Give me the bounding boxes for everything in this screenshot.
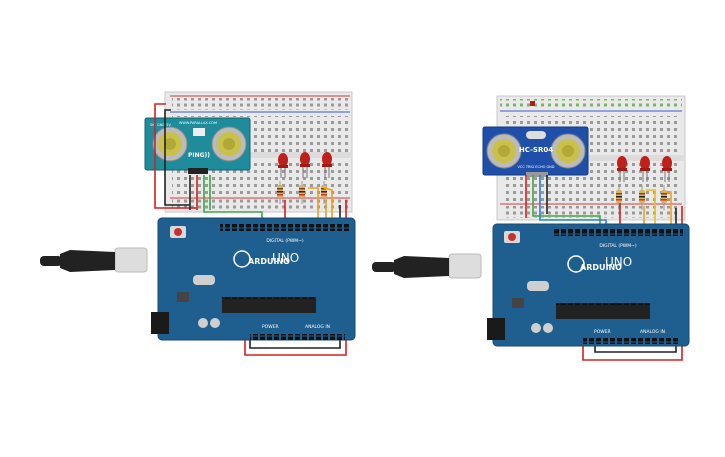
- left-arduino-uno[interactable]: DIGITAL (PWM~) ARDUINO UNO POWER ANALOG …: [151, 217, 356, 341]
- right-arduino-brand: ARDUINO: [580, 263, 622, 272]
- left-ping-sensor[interactable]: WWW.PARALLAX.COM PING)) SIG GND 5V: [144, 117, 251, 174]
- left-resistor-1[interactable]: [277, 181, 283, 204]
- hcsr04-model-label: HC-SR04: [519, 146, 553, 154]
- right-circuit: HC-SR04 VCC TRIG ECHO GND: [372, 95, 690, 361]
- right-resistor-1[interactable]: [616, 185, 622, 210]
- right-arduino-uno[interactable]: DIGITAL (PWM~) ARDUINO UNO POWER ANALOG …: [487, 223, 690, 347]
- right-led-1[interactable]: [617, 156, 627, 182]
- left-usb-cable: [40, 247, 148, 273]
- right-power-label: POWER: [594, 329, 611, 335]
- left-circuit: WWW.PARALLAX.COM PING)) SIG GND 5V: [40, 91, 356, 356]
- right-analog-label: ANALOG IN: [640, 329, 665, 335]
- right-arduino-model: UNO: [605, 255, 632, 269]
- hcsr04-pins-label: VCC TRIG ECHO GND: [517, 165, 554, 169]
- right-hcsr04-sensor[interactable]: HC-SR04 VCC TRIG ECHO GND: [482, 126, 589, 177]
- left-led-2[interactable]: [300, 152, 310, 178]
- right-digital-label: DIGITAL (PWM~): [599, 243, 637, 249]
- right-led-3[interactable]: [662, 156, 672, 182]
- right-led-2[interactable]: [640, 156, 650, 182]
- left-analog-label: ANALOG IN: [305, 324, 330, 330]
- left-digital-label: DIGITAL (PWM~): [266, 238, 304, 244]
- left-led-3[interactable]: [322, 152, 332, 178]
- left-power-label: POWER: [262, 324, 279, 330]
- left-resistor-2[interactable]: [299, 181, 305, 204]
- ping-header-label: WWW.PARALLAX.COM: [179, 121, 217, 125]
- right-usb-cable: [372, 253, 482, 279]
- left-breadboard: [164, 91, 353, 213]
- right-resistor-3[interactable]: [661, 185, 667, 210]
- right-resistor-2[interactable]: [639, 185, 645, 210]
- ping-model-label: PING)): [188, 152, 210, 159]
- left-arduino-brand: ARDUINO: [248, 257, 290, 266]
- left-arduino-model: UNO: [272, 251, 299, 265]
- left-led-1[interactable]: [278, 153, 288, 178]
- ping-side-label: SIG GND 5V: [150, 123, 171, 127]
